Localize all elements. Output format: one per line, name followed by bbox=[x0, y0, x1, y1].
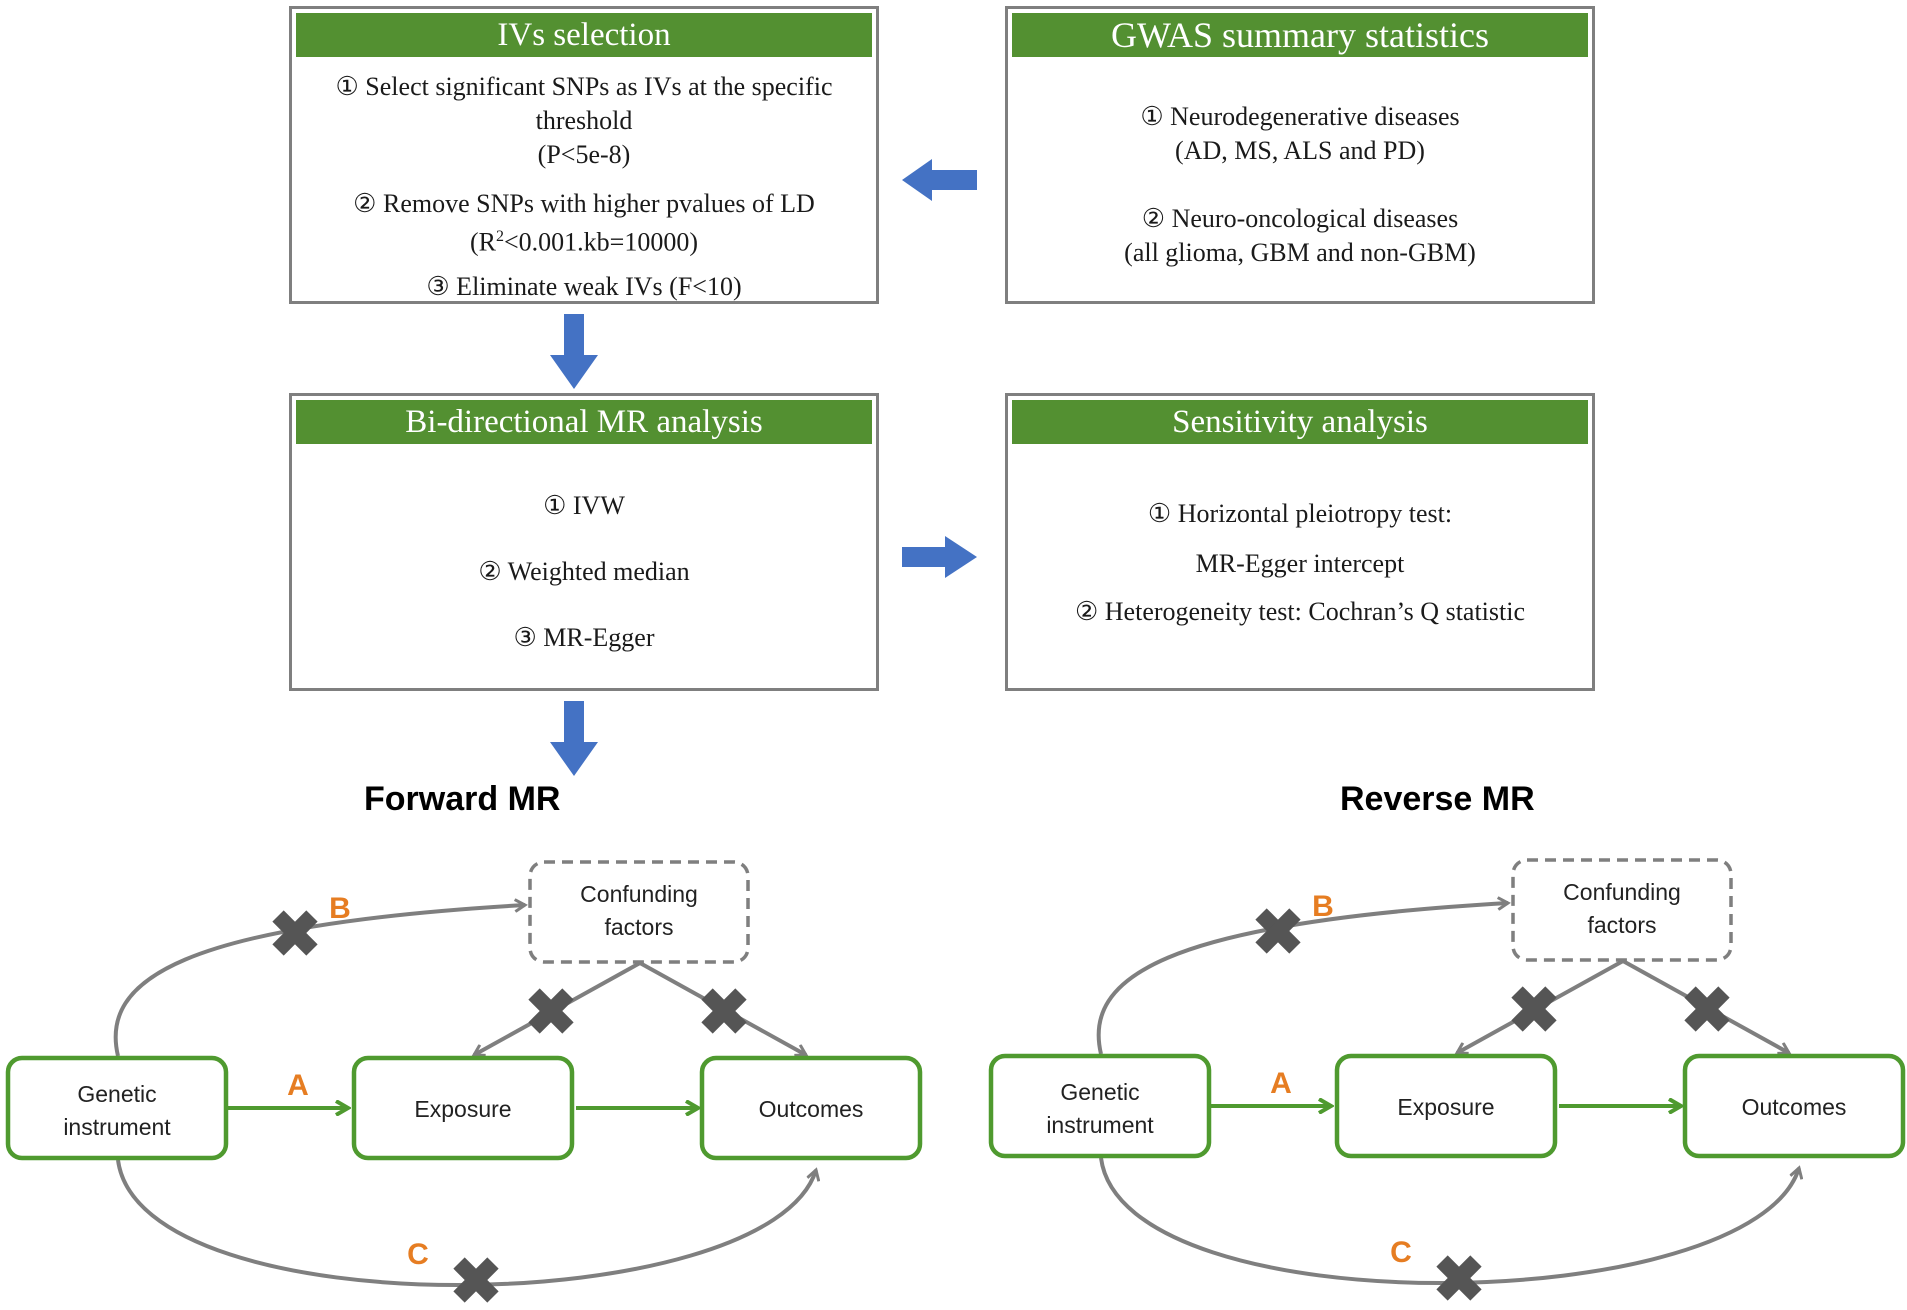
reverse-exposure-node bbox=[1334, 1053, 1558, 1159]
ivs-line-2a: ② Remove SNPs with higher pvalues of LD bbox=[353, 189, 815, 218]
mr-analysis-body: ① IVW ② Weighted median ③ MR-Egger bbox=[296, 448, 872, 684]
ivs-selection-title: IVs selection bbox=[296, 13, 872, 57]
reverse-label-b: B bbox=[1312, 890, 1334, 923]
reverse-label-c: C bbox=[1390, 1236, 1412, 1269]
gwas-line-1b: (AD, MS, ALS and PD) bbox=[1175, 136, 1425, 165]
forward-mr-diagram: Confunding factors Genetic instrument Ex… bbox=[5, 860, 923, 1303]
forward-path-c bbox=[116, 1159, 816, 1287]
sens-line-3: ② Heterogeneity test: Cochran’s Q statis… bbox=[1074, 597, 1526, 626]
sens-line-1: ① Horizontal pleiotropy test: bbox=[1147, 499, 1453, 528]
forward-cross-b bbox=[272, 910, 318, 956]
ivs-selection-box: IVs selection ① Select significant SNPs … bbox=[289, 6, 879, 304]
ivs-selection-body: ① Select significant SNPs as IVs at the … bbox=[296, 61, 872, 301]
reverse-exposure-text: Exposure bbox=[1397, 1094, 1494, 1120]
sensitivity-analysis-title: Sensitivity analysis bbox=[1012, 400, 1588, 444]
forward-exposure-text: Exposure bbox=[414, 1096, 511, 1122]
ivs-line-3: ③ Eliminate weak IVs (F<10) bbox=[426, 272, 742, 301]
forward-exposure-node bbox=[351, 1055, 575, 1161]
mr-item-1: ① IVW bbox=[543, 491, 625, 520]
reverse-outcomes-text: Outcomes bbox=[1742, 1094, 1847, 1120]
ivs-line-1c: (P<5e-8) bbox=[537, 140, 631, 169]
arrow-gwas-to-ivs bbox=[902, 159, 977, 201]
gwas-line-2a: ② Neuro-oncological diseases bbox=[1141, 204, 1459, 233]
forward-label-b: B bbox=[329, 892, 351, 925]
reverse-genetic-node bbox=[988, 1053, 1212, 1159]
sensitivity-analysis-body: ① Horizontal pleiotropy test: MR-Egger i… bbox=[1012, 448, 1588, 684]
ivs-line-2b: (R2<0.001.kb=10000) bbox=[296, 221, 872, 259]
reverse-genetic-text-1: Genetic bbox=[1060, 1079, 1139, 1105]
forward-confounding-text-2: factors bbox=[604, 914, 673, 940]
mr-item-2: ② Weighted median bbox=[478, 557, 690, 586]
reverse-mr-title: Reverse MR bbox=[1340, 780, 1535, 818]
forward-cross-c bbox=[453, 1257, 499, 1303]
ivs-line-1b: threshold bbox=[535, 106, 633, 135]
forward-mr-title: Forward MR bbox=[364, 780, 561, 818]
forward-genetic-node bbox=[5, 1055, 229, 1161]
mr-item-3: ③ MR-Egger bbox=[513, 623, 655, 652]
forward-label-c: C bbox=[407, 1238, 429, 1271]
reverse-cross-conf-outcomes bbox=[1684, 986, 1730, 1032]
ivs-line-1a: ① Select significant SNPs as IVs at the … bbox=[335, 72, 833, 101]
gwas-summary-body: ① Neurodegenerative diseases (AD, MS, AL… bbox=[1012, 61, 1588, 297]
forward-outcomes-node bbox=[699, 1055, 923, 1161]
reverse-path-b bbox=[1096, 903, 1508, 1055]
forward-outcomes-text: Outcomes bbox=[759, 1096, 864, 1122]
reverse-outcomes-node bbox=[1682, 1053, 1906, 1159]
reverse-confounding-text-1: Confunding bbox=[1563, 879, 1681, 905]
gwas-line-1a: ① Neurodegenerative diseases bbox=[1140, 102, 1460, 131]
forward-confounding-node bbox=[528, 860, 750, 964]
forward-confounding-text-1: Confunding bbox=[580, 881, 698, 907]
reverse-confounding-text-2: factors bbox=[1587, 912, 1656, 938]
reverse-path-c bbox=[1099, 1157, 1799, 1285]
forward-genetic-text-2: instrument bbox=[63, 1114, 171, 1140]
mr-analysis-box: Bi-directional MR analysis ① IVW ② Weigh… bbox=[289, 393, 879, 691]
ivs-line-2b-pre: (R bbox=[470, 227, 496, 257]
reverse-genetic-text-2: instrument bbox=[1046, 1112, 1154, 1138]
arrow-ivs-to-mr bbox=[550, 314, 598, 389]
arrow-mr-to-diagrams bbox=[550, 701, 598, 776]
forward-cross-conf-outcomes bbox=[701, 988, 747, 1034]
sens-line-2: MR-Egger intercept bbox=[1195, 549, 1405, 578]
reverse-label-a: A bbox=[1270, 1067, 1292, 1100]
forward-label-a: A bbox=[287, 1069, 309, 1102]
ivs-line-2b-sup: 2 bbox=[496, 228, 504, 245]
reverse-mr-diagram: Confunding factors Genetic instrument Ex… bbox=[988, 858, 1906, 1301]
forward-cross-conf-exposure bbox=[528, 988, 574, 1034]
sensitivity-analysis-box: Sensitivity analysis ① Horizontal pleiot… bbox=[1005, 393, 1595, 691]
mr-analysis-title: Bi-directional MR analysis bbox=[296, 400, 872, 444]
forward-genetic-text-1: Genetic bbox=[77, 1081, 156, 1107]
forward-path-b bbox=[113, 905, 525, 1057]
reverse-cross-conf-exposure bbox=[1511, 986, 1557, 1032]
reverse-confounding-node bbox=[1511, 858, 1733, 962]
arrow-mr-to-sensitivity bbox=[902, 536, 977, 578]
gwas-summary-title: GWAS summary statistics bbox=[1012, 13, 1588, 57]
reverse-cross-b bbox=[1255, 908, 1301, 954]
gwas-line-2b: (all glioma, GBM and non-GBM) bbox=[1124, 238, 1476, 267]
reverse-cross-c bbox=[1436, 1255, 1482, 1301]
gwas-summary-box: GWAS summary statistics ① Neurodegenerat… bbox=[1005, 6, 1595, 304]
ivs-line-2b-post: <0.001.kb=10000) bbox=[504, 227, 698, 257]
